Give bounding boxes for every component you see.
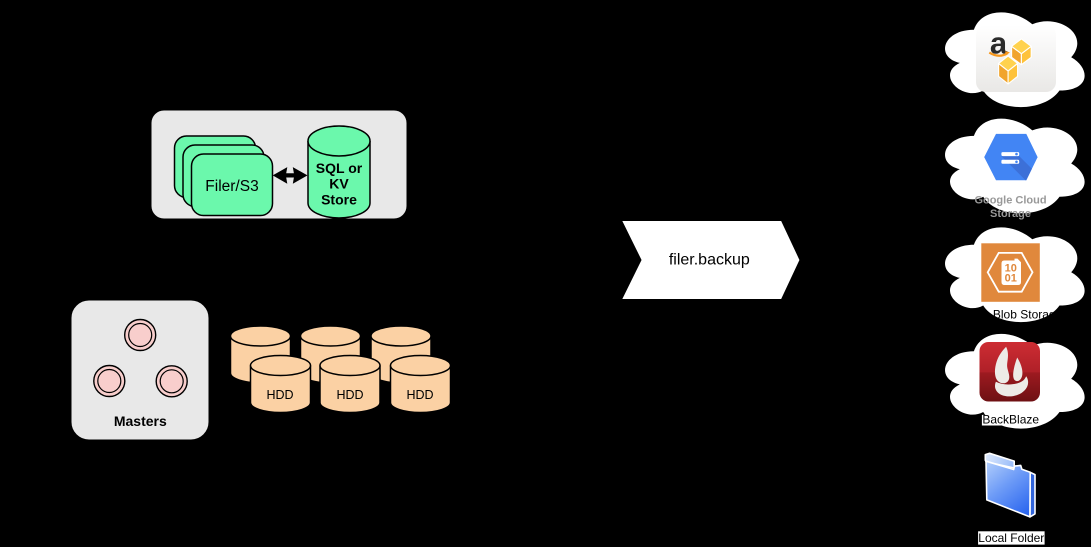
svg-text:KV: KV — [329, 176, 349, 192]
svg-text:Blob Storage: Blob Storage — [993, 307, 1063, 321]
svg-text:HDD: HDD — [406, 388, 433, 402]
svg-text:HDD: HDD — [266, 388, 293, 402]
svg-text:Local Folder: Local Folder — [978, 531, 1044, 545]
svg-text:BackBlaze: BackBlaze — [982, 413, 1039, 427]
svg-text:HDD: HDD — [336, 388, 363, 402]
svg-text:filer.backup: filer.backup — [669, 251, 750, 268]
svg-text:Google Cloud: Google Cloud — [974, 194, 1046, 206]
svg-text:SQL or: SQL or — [316, 160, 363, 176]
svg-text:Masters: Masters — [114, 413, 167, 429]
svg-text:a: a — [990, 26, 1008, 61]
svg-text:Store: Store — [321, 192, 357, 208]
svg-text:10: 10 — [1005, 263, 1017, 275]
svg-text:Filer/S3: Filer/S3 — [205, 178, 258, 195]
svg-text:Storage: Storage — [990, 208, 1031, 220]
svg-text:01: 01 — [1005, 273, 1017, 285]
